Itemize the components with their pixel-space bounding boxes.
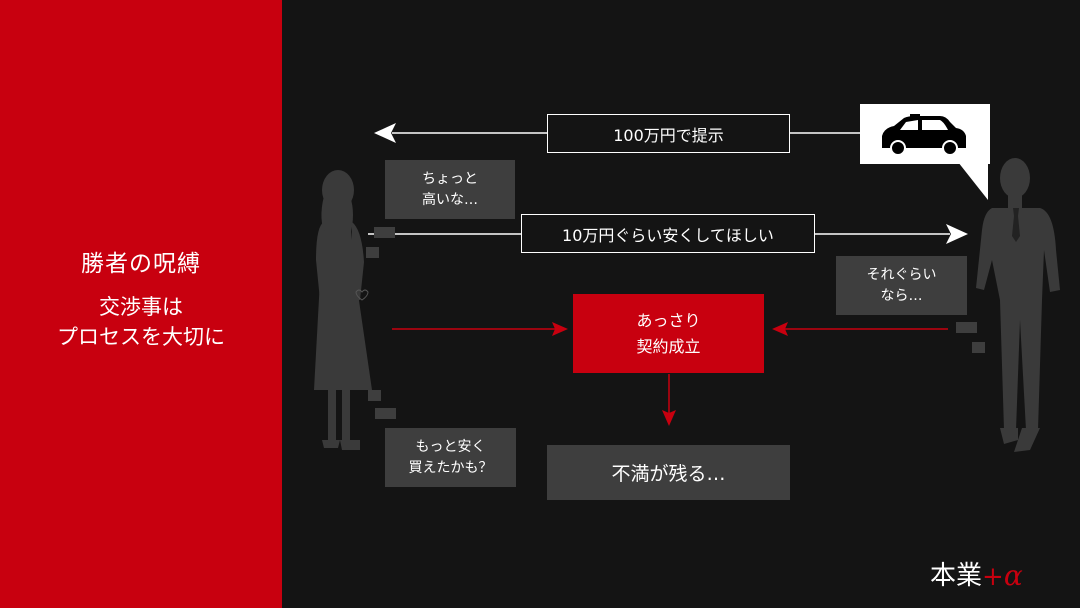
logo-plus: + (982, 562, 1004, 592)
deal-to-result-arrow (662, 374, 676, 426)
result-box: 不満が残る… (547, 445, 790, 500)
thought-dot (366, 247, 379, 258)
thought-dot (972, 342, 985, 353)
deal-box: あっさり 契約成立 (573, 294, 764, 373)
speech-tail (958, 162, 988, 200)
woman-thought-bubble-2: もっと安く 買えたかも？ (385, 428, 516, 487)
woman-thought-1-line-2: 高いな… (422, 191, 478, 208)
seller-to-deal-arrow (772, 322, 948, 336)
result-label: 不満が残る… (611, 463, 726, 485)
woman-thought-2-line-2: 買えたかも？ (408, 459, 493, 476)
heart-icon (355, 289, 369, 301)
offer-label-box: 100万円で提示 (547, 114, 790, 153)
businessman-silhouette-icon (976, 158, 1060, 452)
request-label-box: 10万円ぐらい安くしてほしい (521, 214, 815, 253)
deal-line-1: あっさり (636, 310, 701, 330)
subtitle-line-2: プロセスを大切に (57, 325, 225, 349)
logo-small-print (1025, 576, 1026, 586)
brand-logo: 本業 + α (930, 556, 1026, 592)
slide-title: 勝者の呪縛 (81, 251, 201, 277)
woman-silhouette-icon (314, 170, 372, 450)
deal-line-2: 契約成立 (636, 336, 701, 356)
woman-thought-bubble-1: ちょっと 高いな… (385, 160, 515, 219)
seller-thought-line-1: それぐらい (866, 266, 937, 283)
tie-icon (1012, 208, 1020, 242)
request-label: 10万円ぐらい安くしてほしい (562, 225, 774, 245)
taxi-panel (860, 104, 990, 164)
thought-dot (368, 390, 381, 401)
thought-dot (375, 408, 396, 419)
logo-main-text: 本業 (930, 561, 983, 591)
offer-arrow (374, 123, 860, 143)
subtitle-line-1: 交渉事は (99, 295, 183, 319)
offer-label: 100万円で提示 (613, 125, 724, 145)
logo-alpha: α (1003, 559, 1023, 592)
thought-dot (956, 322, 977, 333)
sidebar-panel: 勝者の呪縛 交渉事は プロセスを大切に (0, 0, 282, 608)
woman-thought-2-line-1: もっと安く (415, 438, 486, 455)
woman-thought-1-line-1: ちょっと (422, 170, 478, 187)
taxi-icon (882, 114, 966, 156)
seller-thought-line-2: なら… (880, 287, 923, 304)
seller-thought-bubble: それぐらい なら… (836, 256, 967, 315)
woman-to-deal-arrow (392, 322, 568, 336)
slide-subtitle: 交渉事は プロセスを大切に (0, 292, 282, 352)
thought-dot (374, 227, 395, 238)
